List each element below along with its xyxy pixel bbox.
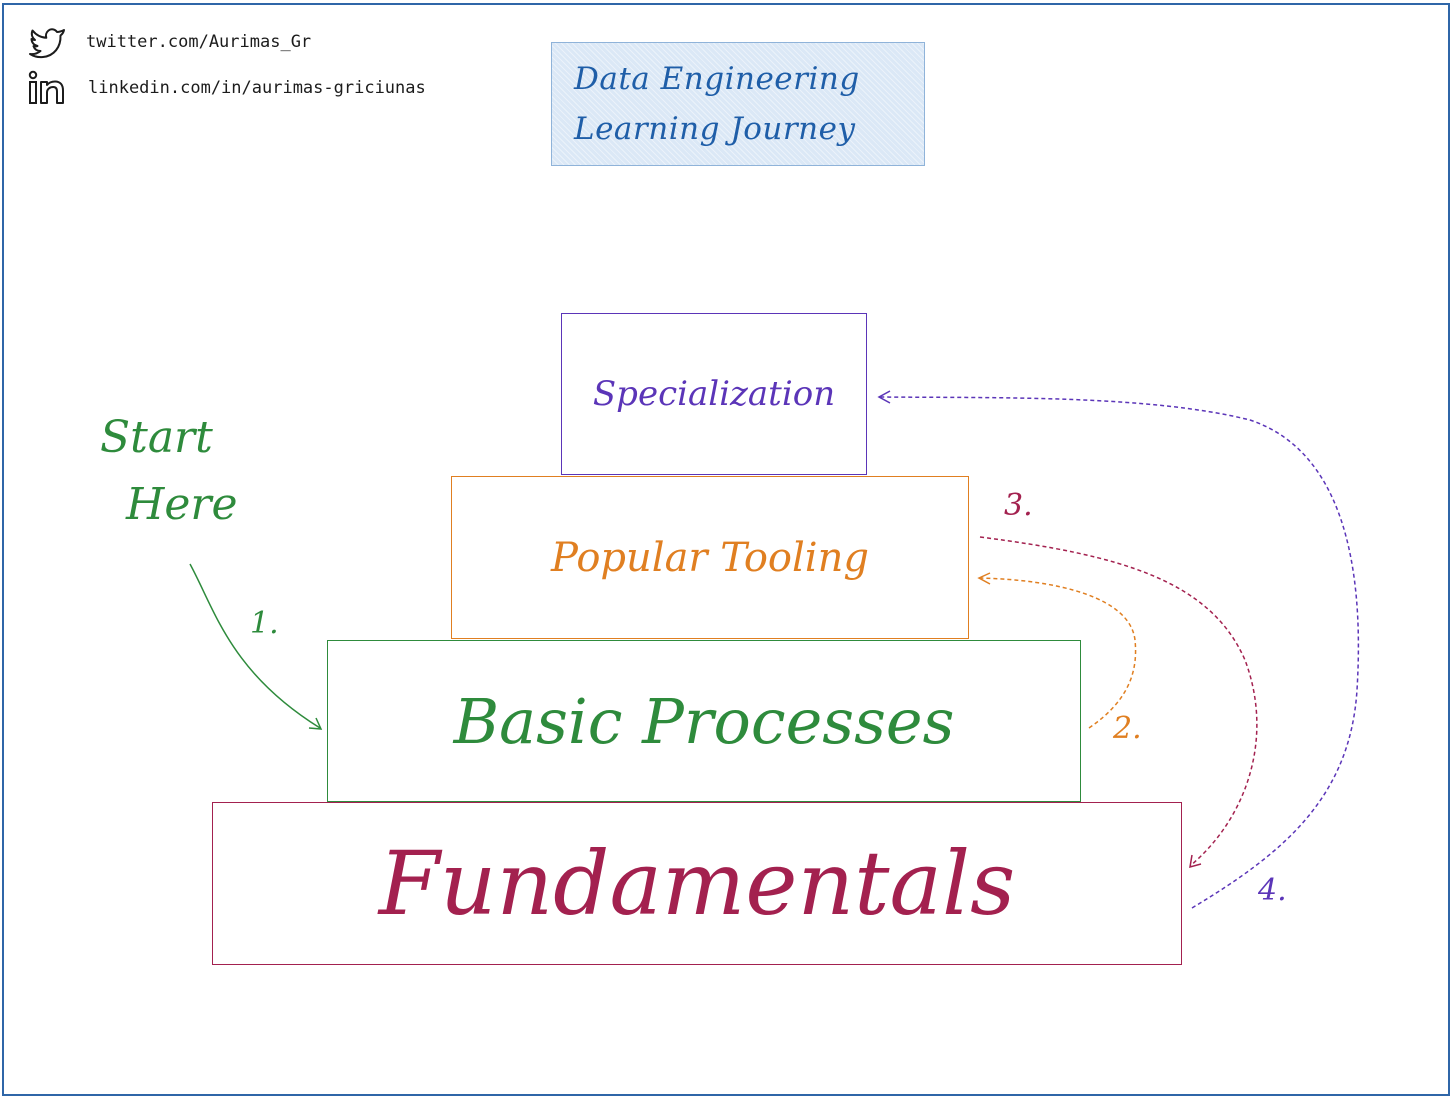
twitter-handle: twitter.com/Aurimas_Gr: [28, 24, 311, 60]
linkedin-icon: [28, 70, 68, 106]
start-here-line-1: Start: [100, 412, 213, 463]
diagram-frame: [2, 3, 1450, 1096]
arrow-step-2: [979, 577, 1137, 729]
arrow-step-3: [979, 536, 1258, 867]
tier-specialization-label: Specialization: [592, 374, 836, 414]
tier-fundamentals-label: Fundamentals: [378, 832, 1016, 935]
tier-fundamentals: Fundamentals: [212, 802, 1182, 965]
tier-specialization: Specialization: [561, 313, 867, 475]
arrow-step-4: [879, 396, 1360, 909]
linkedin-handle-text: linkedin.com/in/aurimas-griciunas: [88, 78, 426, 98]
arrow-step-2-head: [977, 572, 991, 585]
linkedin-handle: linkedin.com/in/aurimas-griciunas: [28, 70, 426, 106]
step-4-label: 4.: [1258, 873, 1287, 908]
arrow-step-1: [189, 563, 321, 729]
title-line-2: Learning Journey: [574, 111, 856, 147]
twitter-handle-text: twitter.com/Aurimas_Gr: [86, 32, 312, 52]
step-1-label: 1.: [250, 606, 279, 641]
tier-basic-processes: Basic Processes: [327, 640, 1081, 802]
title-line-1: Data Engineering: [574, 61, 860, 97]
step-2-label: 2.: [1113, 711, 1142, 746]
tier-popular-tooling-label: Popular Tooling: [551, 534, 869, 581]
arrow-step-4-head: [877, 390, 891, 404]
tier-basic-processes-label: Basic Processes: [453, 684, 955, 758]
title-box: Data Engineering Learning Journey: [551, 42, 925, 166]
arrow-step-1-head: [308, 717, 323, 730]
start-here-line-2: Here: [126, 479, 238, 530]
tier-popular-tooling: Popular Tooling: [451, 476, 969, 639]
step-3-label: 3.: [1004, 488, 1033, 523]
twitter-bird-icon: [28, 24, 68, 60]
arrow-step-3-head: [1189, 854, 1202, 869]
